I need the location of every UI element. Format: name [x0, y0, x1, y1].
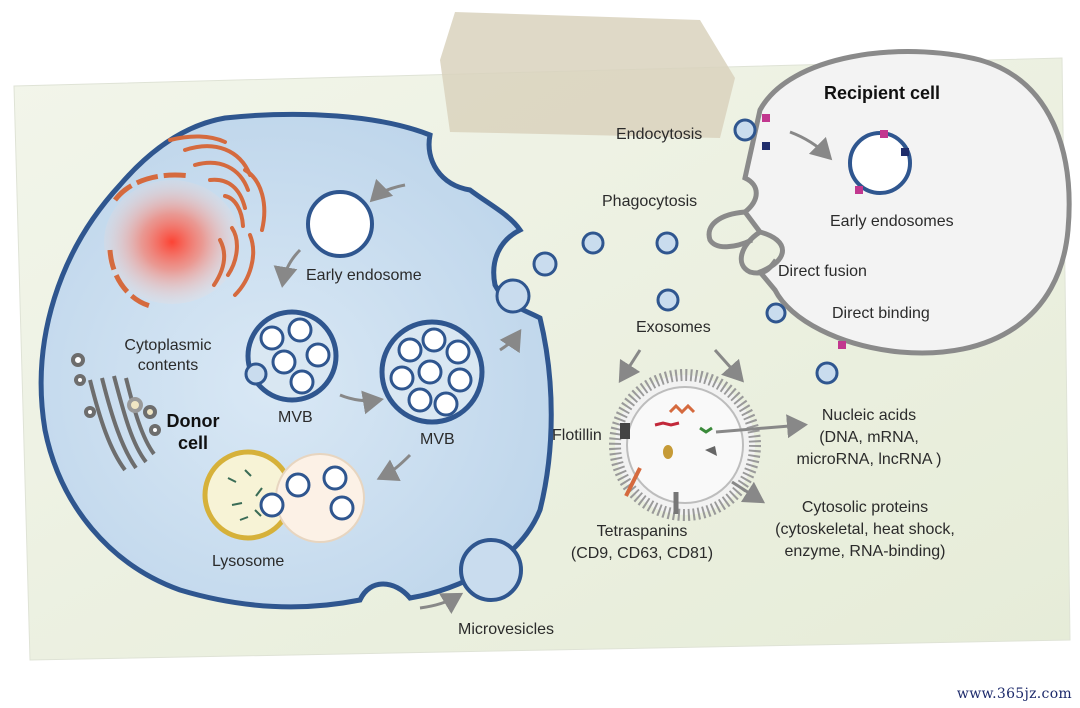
exosome-4 [733, 118, 757, 142]
donor-cell-label-1: Donor [166, 411, 220, 431]
nucleic-acids-label-3: microRNA, lncRNA ) [796, 451, 942, 468]
phagocytosis-label: Phagocytosis [602, 193, 698, 210]
tetraspanins-label-2: (CD9, CD63, CD81) [570, 545, 714, 562]
mvb-right-label: MVB [420, 431, 455, 448]
mvb-left [244, 309, 339, 403]
exosome-5 [765, 302, 787, 324]
nucleic-acids-label-1: Nucleic acids [821, 407, 917, 424]
lysosome [202, 449, 365, 543]
exosome-6 [815, 361, 839, 385]
early-endosomes-label: Early endosomes [830, 213, 954, 230]
recipient-cell [741, 49, 1072, 356]
nucleic-acids-label-2: (DNA, mRNA, [819, 429, 919, 446]
cytoplasmic-label-1: Cytoplasmic [124, 337, 212, 354]
lysosome-label: Lysosome [212, 553, 285, 570]
microvesicle [459, 538, 523, 602]
exosome-cross-section [609, 369, 761, 521]
tape [440, 12, 735, 138]
receptors [762, 114, 909, 349]
cytosolic-proteins-label-1: Cytosolic proteins [801, 499, 929, 516]
watermark: www.365jz.com [956, 686, 1072, 702]
mvb-right [379, 319, 485, 425]
nucleus [104, 172, 240, 309]
direct-fusion-label: Direct fusion [778, 263, 867, 280]
endocytosis-label: Endocytosis [616, 126, 703, 143]
golgi-apparatus [71, 353, 161, 472]
phagocytic-arms [706, 209, 779, 276]
cytoplasmic-label-2: contents [137, 357, 199, 374]
cytosolic-proteins-label-3: enzyme, RNA-binding) [784, 543, 946, 560]
tetraspanins-label-1: Tetraspanins [596, 523, 688, 540]
recipient-cell-label: Recipient cell [824, 83, 941, 103]
endoplasmic-reticulum [168, 134, 267, 297]
recipient-early-endosome [848, 131, 912, 195]
mvb-left-label: MVB [278, 409, 313, 426]
microvesicles-label: Microvesicles [458, 621, 555, 638]
budding-vesicle-1 [495, 278, 531, 314]
exosome-1 [581, 231, 605, 255]
cytosolic-proteins-label-2: (cytoskeletal, heat shock, [775, 521, 955, 538]
budding-vesicle-2 [532, 251, 558, 277]
exosomes-label: Exosomes [636, 319, 711, 336]
exosome-2 [655, 231, 679, 255]
flotillin-label: Flotillin [552, 427, 602, 444]
direct-binding-label: Direct binding [832, 305, 930, 322]
process-arrows [273, 130, 833, 615]
exosome-3 [656, 288, 680, 312]
early-endosome-label: Early endosome [306, 267, 422, 284]
early-endosome [306, 190, 374, 258]
donor-cell-label-2: cell [177, 433, 209, 453]
